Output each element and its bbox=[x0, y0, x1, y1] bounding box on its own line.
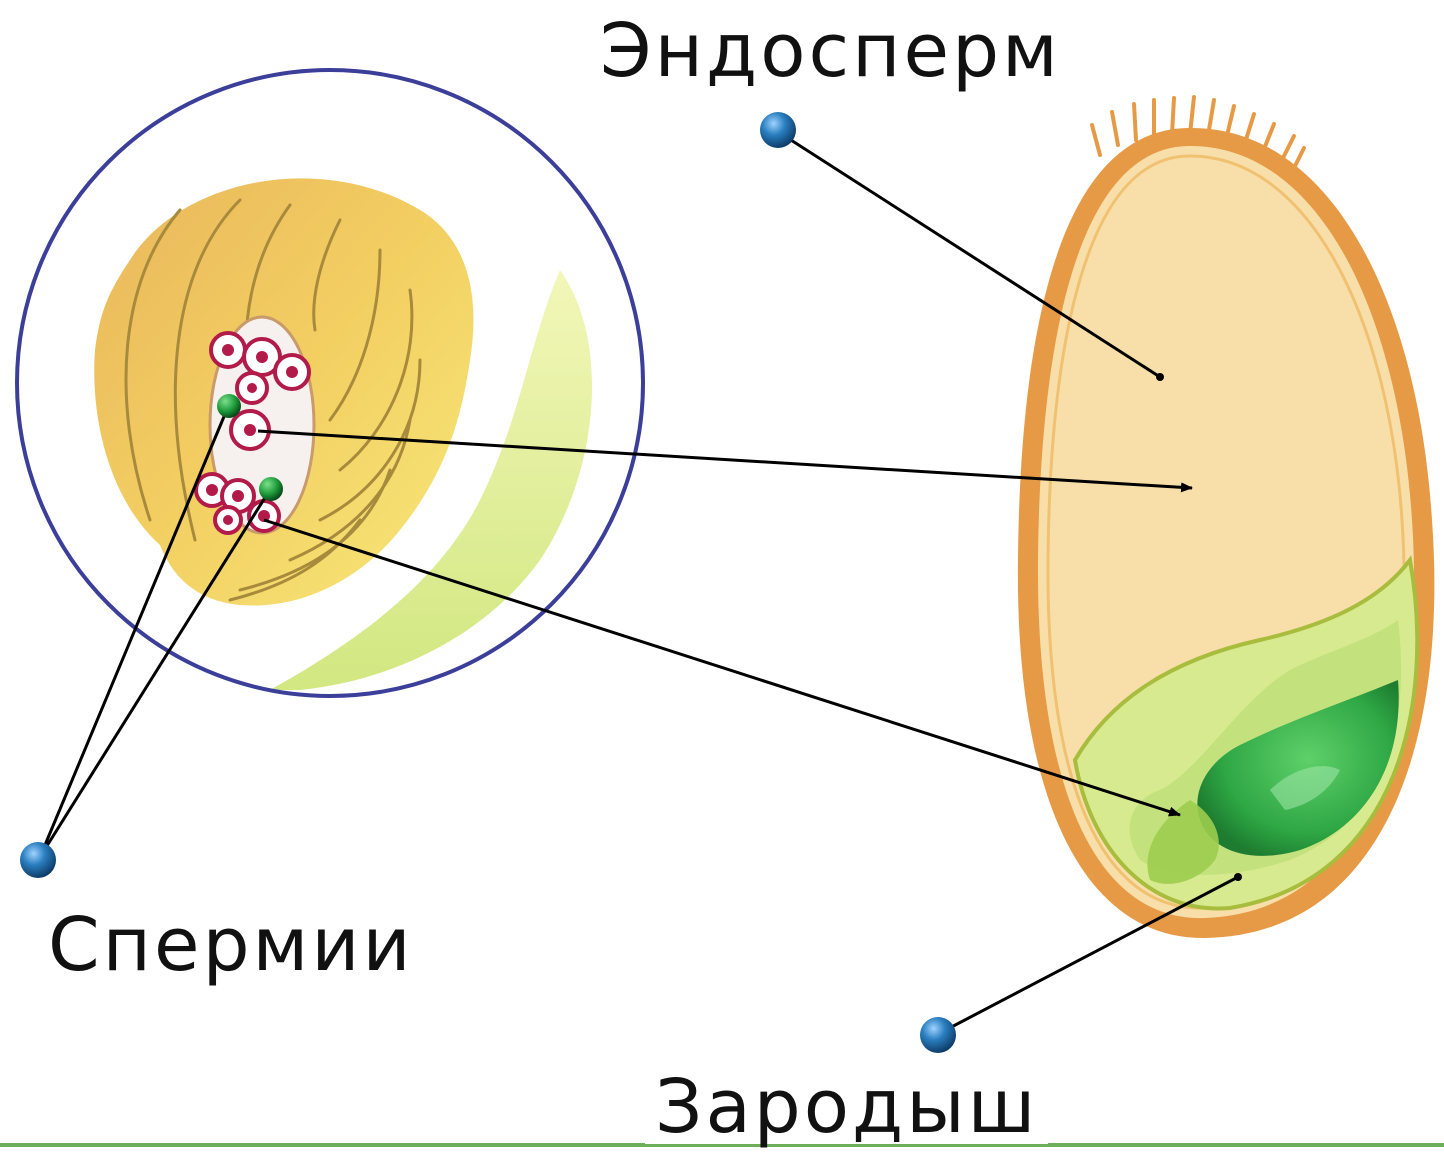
endosperm-label: Эндосперм bbox=[600, 14, 1061, 88]
cell bbox=[237, 373, 267, 403]
sperm-leader-2 bbox=[40, 488, 271, 857]
endosperm-leader-dot bbox=[1156, 373, 1164, 381]
sperm-cell-2 bbox=[259, 477, 283, 501]
cell bbox=[211, 333, 245, 367]
cell bbox=[215, 507, 241, 533]
sperm-cell-1 bbox=[217, 394, 241, 418]
sperm-label: Спермии bbox=[48, 908, 414, 982]
embryo-leader bbox=[940, 877, 1238, 1033]
embryo-leader-dot bbox=[1234, 873, 1242, 881]
ovule-detail bbox=[17, 70, 643, 696]
seed bbox=[1018, 97, 1434, 938]
cell bbox=[275, 355, 309, 389]
sperm-marker-icon bbox=[20, 842, 56, 878]
embryo-marker-icon bbox=[920, 1017, 956, 1053]
embryo-label: Зародыш bbox=[645, 1070, 1048, 1144]
endosperm-marker-icon bbox=[760, 112, 796, 148]
